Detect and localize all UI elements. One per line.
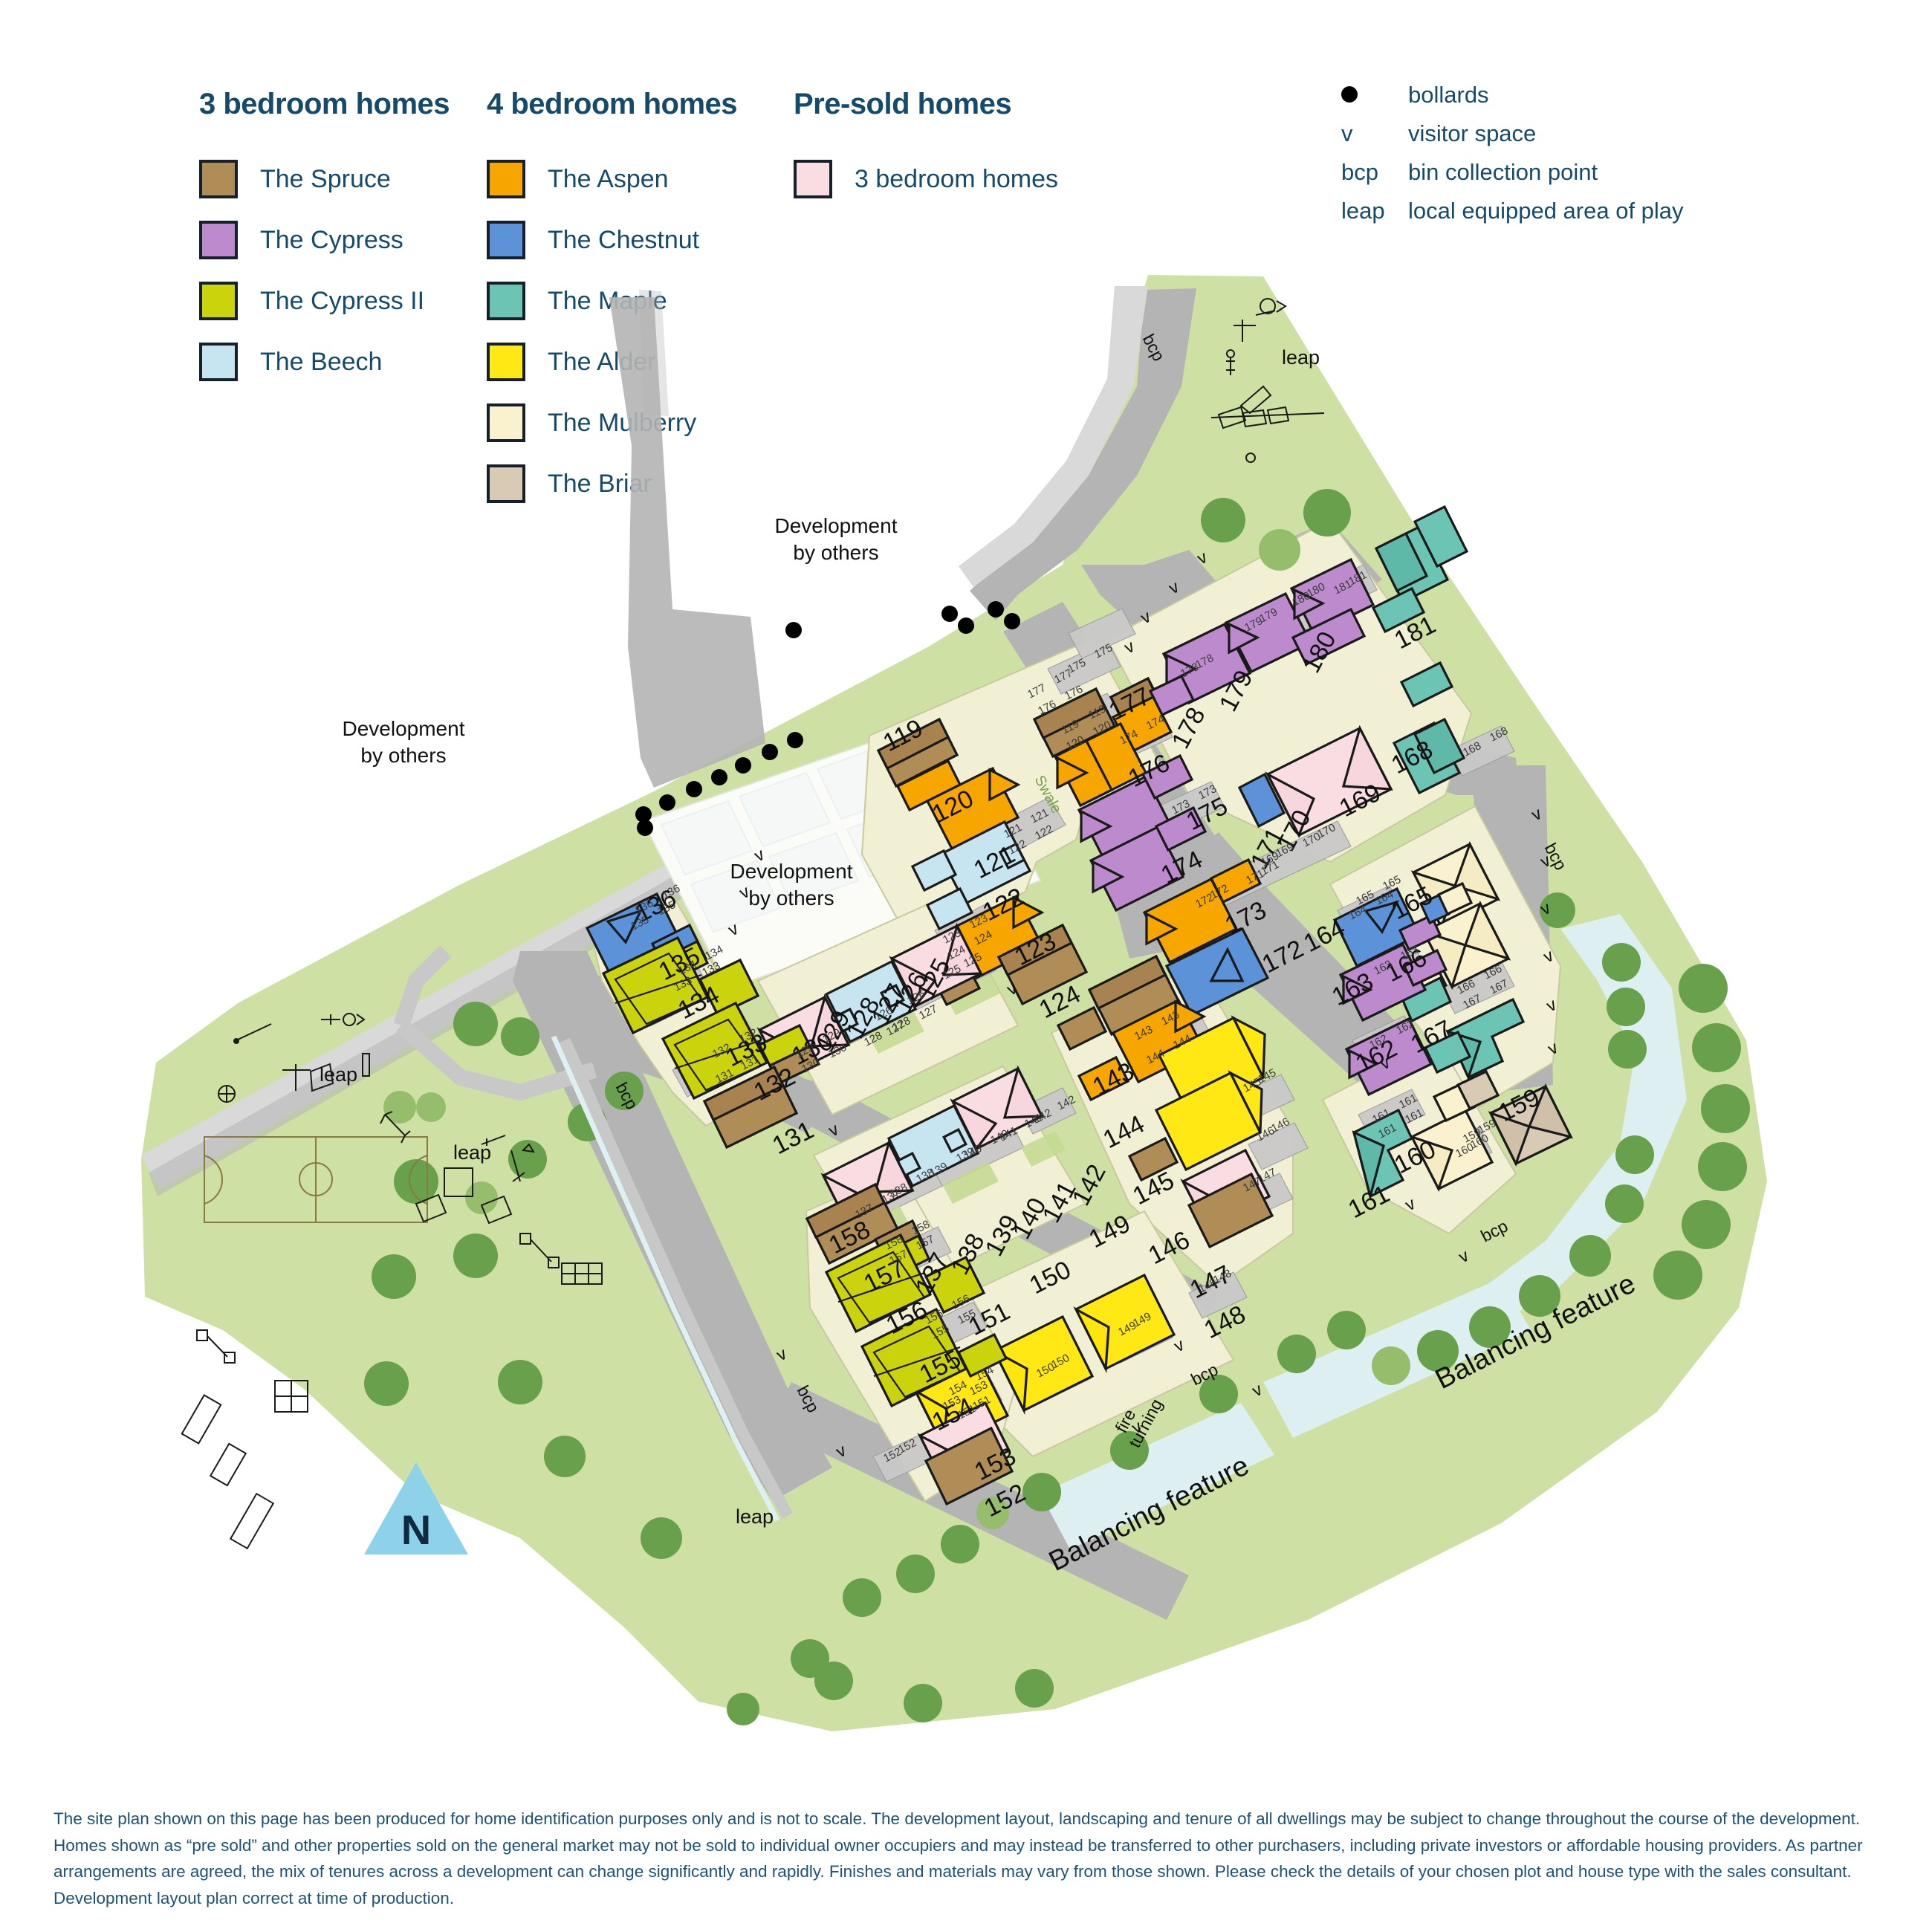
legend-item: The Chestnut [487,221,737,259]
legend-item: The Cypress [199,221,450,259]
map-annotation: leap [453,1141,491,1164]
key-label: bin collection point [1408,159,1598,185]
color-swatch [487,464,525,503]
map-annotation: leap [320,1063,357,1086]
key-row-bcp: bcp bin collection point [1341,159,1684,186]
dev-by-others-centre: Development by others [730,860,853,910]
visitor-space-icon: v [1341,120,1353,146]
legend-group-title: 4 bedroom homes [487,88,738,120]
color-swatch [487,221,525,259]
leap-icon: leap [1341,198,1385,224]
legend-group-presold: Pre-sold homes 3 bedroom homes [794,88,1058,198]
legend-item-label: The Spruce [260,164,391,193]
footer-disclaimer: The site plan shown on this page has bee… [54,1809,1863,1907]
key-label: local equipped area of play [1408,198,1684,224]
north-arrow: N [364,1462,468,1555]
legend-group-title: 3 bedroom homes [199,88,450,120]
map-annotation: leap [736,1505,774,1528]
legend-item-label: 3 bedroom homes [855,164,1059,193]
bollard-icon [1341,82,1408,108]
color-swatch [487,160,525,198]
color-swatch [199,221,238,259]
color-swatch [199,282,238,320]
legend-item-label: The Cypress II [260,286,425,315]
legend-group-3bed: 3 bedroom homes The Spruce The Cypress T… [199,88,450,381]
legend-item-label: The Cypress [260,225,403,254]
legend-item-label: The Mulberry [548,408,697,437]
legend-item-label: The Chestnut [548,225,700,254]
key-row-leap: leap local equipped area of play [1341,198,1684,224]
legend-item-label: The Beech [260,347,383,376]
color-swatch [487,343,525,381]
key-row-visitor: v visitor space [1341,120,1684,147]
legend-item: The Mulberry [487,403,737,442]
color-swatch [794,160,832,198]
legend-group-title: Pre-sold homes [794,88,1012,120]
key-row-bollards: bollards [1341,82,1684,108]
key-label: bollards [1408,82,1489,108]
dev-by-others-west: Development by others [342,717,465,768]
legend-item-label: The Aspen [548,164,669,193]
legend-item: The Aspen [487,160,737,198]
color-swatch [487,403,525,442]
legend-item: 3 bedroom homes [794,160,1058,198]
dev-by-others-north: Development by others [774,514,898,565]
legend-item: The Spruce [199,160,450,198]
key-label: visitor space [1408,120,1537,146]
legend-panel: 3 bedroom homes The Spruce The Cypress T… [0,0,1932,520]
north-label: N [401,1506,431,1553]
legend-item: The Cypress II [199,282,450,320]
color-swatch [199,160,238,198]
color-swatch [199,343,238,381]
bin-collection-icon: bcp [1341,159,1378,185]
map-key: bollards v visitor space bcp bin collect… [1341,82,1684,236]
color-swatch [487,282,525,320]
legend-item: The Beech [199,343,450,381]
map-annotation: leap [1282,346,1320,369]
legend-group-4bed: 4 bedroom homes The Aspen The Chestnut T… [487,88,738,503]
